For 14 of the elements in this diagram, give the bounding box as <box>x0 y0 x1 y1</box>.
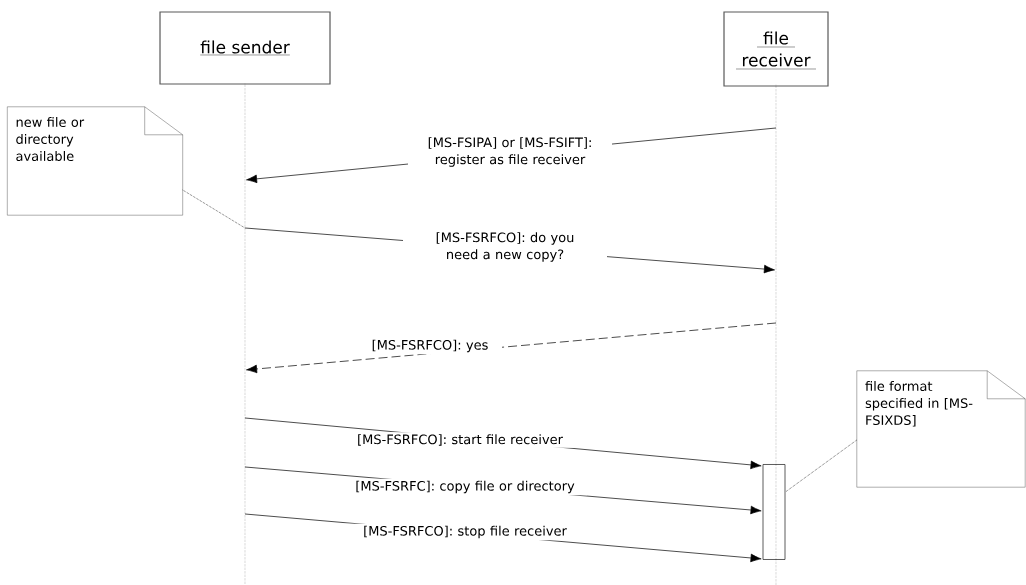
edge-label: [MS-FSRFC]: copy file or directory <box>356 480 575 494</box>
note: new file or directory available <box>7 106 183 216</box>
lifeline-head-box: file sender <box>159 11 331 85</box>
message-arrow <box>246 322 777 374</box>
edge-label: [MS-FSRFCO]: yes <box>372 339 488 353</box>
edge-label: [MS-FSRFCO]: start file receiver <box>358 434 563 446</box>
lifeline-head-box: file receiver <box>723 11 829 87</box>
edge-label: [MS-FSRFCO]: stop file receiver <box>364 525 567 539</box>
edge-label: [MS-FSRFCO]: do you need a new copy? <box>436 232 574 262</box>
activation-bar <box>762 464 786 560</box>
leader-line <box>182 189 246 229</box>
note: file format specified in [MS-FSIXDS] <box>856 370 1026 488</box>
leader-line <box>785 439 858 493</box>
edge-label: [MS-FSIPA] or [MS-FSIFT]: register as file receiver <box>428 137 591 167</box>
